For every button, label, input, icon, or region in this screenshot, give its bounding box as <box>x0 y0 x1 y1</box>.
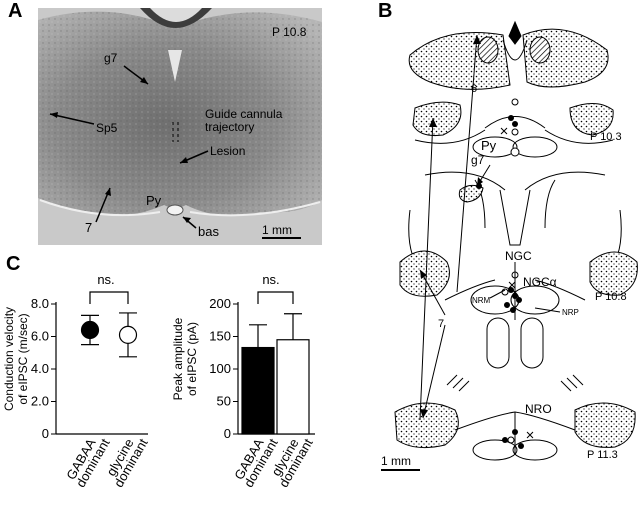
panel-c-velocity-chart: Conduction velocity of eIPSC (m/sec) ns.… <box>2 272 151 490</box>
c2-bar <box>276 339 310 435</box>
panel-b-atlas: 6 Py P 10.3 g7 NGC NGCα P 10.8 NRM NRP 7… <box>381 20 638 471</box>
ventricle-midline <box>168 50 182 82</box>
c1-y-tick-label: 0 <box>42 426 49 441</box>
b-label-py: Py <box>481 138 497 153</box>
b-level-3: P 11.3 <box>587 449 618 461</box>
b-arrow-7-lower <box>422 324 446 419</box>
panel-c-letter: C <box>6 253 21 275</box>
b-label-6: 6 <box>471 83 477 95</box>
c2-y-tick-label: 50 <box>217 394 231 409</box>
c2-ylabel-line1: Peak amplitude <box>171 317 185 400</box>
b-s2-right-lobe <box>589 251 638 296</box>
b-label-nro: NRO <box>525 402 552 416</box>
c1-ylabel-line2: of eIPSC (m/sec) <box>16 313 30 404</box>
b-s3-left-lobe <box>394 402 459 449</box>
a-section-level: P 10.8 <box>272 25 307 39</box>
b-scale-label: 1 mm <box>381 454 411 468</box>
a-label-g7: g7 <box>104 51 118 65</box>
c1-y-tick-label: 4.0 <box>31 361 49 376</box>
c1-significance-bracket <box>89 291 129 304</box>
b-level-1: P 10.3 <box>590 131 622 143</box>
c1-y-tick-label: 6.0 <box>31 329 49 344</box>
b-arrow-6 <box>456 34 478 293</box>
b-s1-right-lobe <box>569 103 614 136</box>
a-label-lesion: Lesion <box>210 144 245 158</box>
b-label-g7: g7 <box>471 153 485 167</box>
c2-bar <box>241 346 275 435</box>
b-label-nrp: NRP <box>562 308 579 317</box>
panel-b-letter: B <box>378 0 393 22</box>
a-label-7: 7 <box>85 220 92 235</box>
c2-y-tick-label: 150 <box>209 329 231 344</box>
b-s2-py-right <box>510 285 560 315</box>
a-label-guide-line2: trajectory <box>205 120 254 134</box>
a-label-guide-line1: Guide cannula <box>205 107 283 121</box>
c2-significance-bracket <box>257 291 294 304</box>
b-s1-nucleus-6-right <box>529 36 551 64</box>
panel-c-amplitude-chart: Peak amplitude of eIPSC (pA) ns. 0 50 100 1… <box>171 272 316 490</box>
c1-point <box>80 320 100 340</box>
b-label-nrm: NRM <box>472 296 491 305</box>
b-s3-py-left <box>472 439 518 461</box>
b-s2-lesion-dot <box>508 287 514 293</box>
b-s1-left-lobe <box>412 101 462 136</box>
basilar-artery <box>166 204 184 216</box>
panel-a-letter: A <box>8 0 23 22</box>
c1-significance: ns. <box>97 272 114 287</box>
c1-point <box>118 325 138 344</box>
b-s1-midline-marker <box>508 20 522 45</box>
b-s1-lesion-dot <box>508 115 514 121</box>
b-label-ngc: NGC <box>505 249 532 263</box>
panel-a-annotations: P 10.8 g7 Sp5 Guide cannula trajectory L… <box>49 25 307 239</box>
b-level-2: P 10.8 <box>595 291 627 303</box>
b-s3-lesion-dot <box>512 429 518 435</box>
c2-ylabel-line2: of eIPSC (pA) <box>185 322 199 396</box>
panel-a-micrograph <box>38 8 322 245</box>
c1-y-tick-label: 8.0 <box>31 296 49 311</box>
a-label-bas: bas <box>198 224 219 239</box>
c2-y-tick-label: 0 <box>224 426 231 441</box>
b-s1-py-right <box>512 136 558 158</box>
b-label-7: 7 <box>438 318 444 330</box>
b-arrow-7-mid <box>419 269 446 316</box>
c2-y-tick-label: 100 <box>209 361 231 376</box>
c1-ylabel-line1: Conduction velocity <box>2 307 16 411</box>
c1-y-tick-label: 2.0 <box>31 394 49 409</box>
b-s1-py-left <box>472 136 518 158</box>
c2-significance: ns. <box>262 272 279 287</box>
c2-y-tick-label: 200 <box>209 296 231 311</box>
b-arrow-7-upper <box>419 117 434 421</box>
a-label-py: Py <box>146 193 162 208</box>
b-label-ngca: NGCα <box>523 275 557 289</box>
a-scale-label: 1 mm <box>262 223 292 237</box>
b-s3-py-right <box>512 439 558 461</box>
b-s1-nucleus-6-left <box>477 36 499 64</box>
a-label-sp5: Sp5 <box>96 121 118 135</box>
b-s1-bas <box>510 147 520 157</box>
b-s3-right-lobe <box>574 402 636 448</box>
